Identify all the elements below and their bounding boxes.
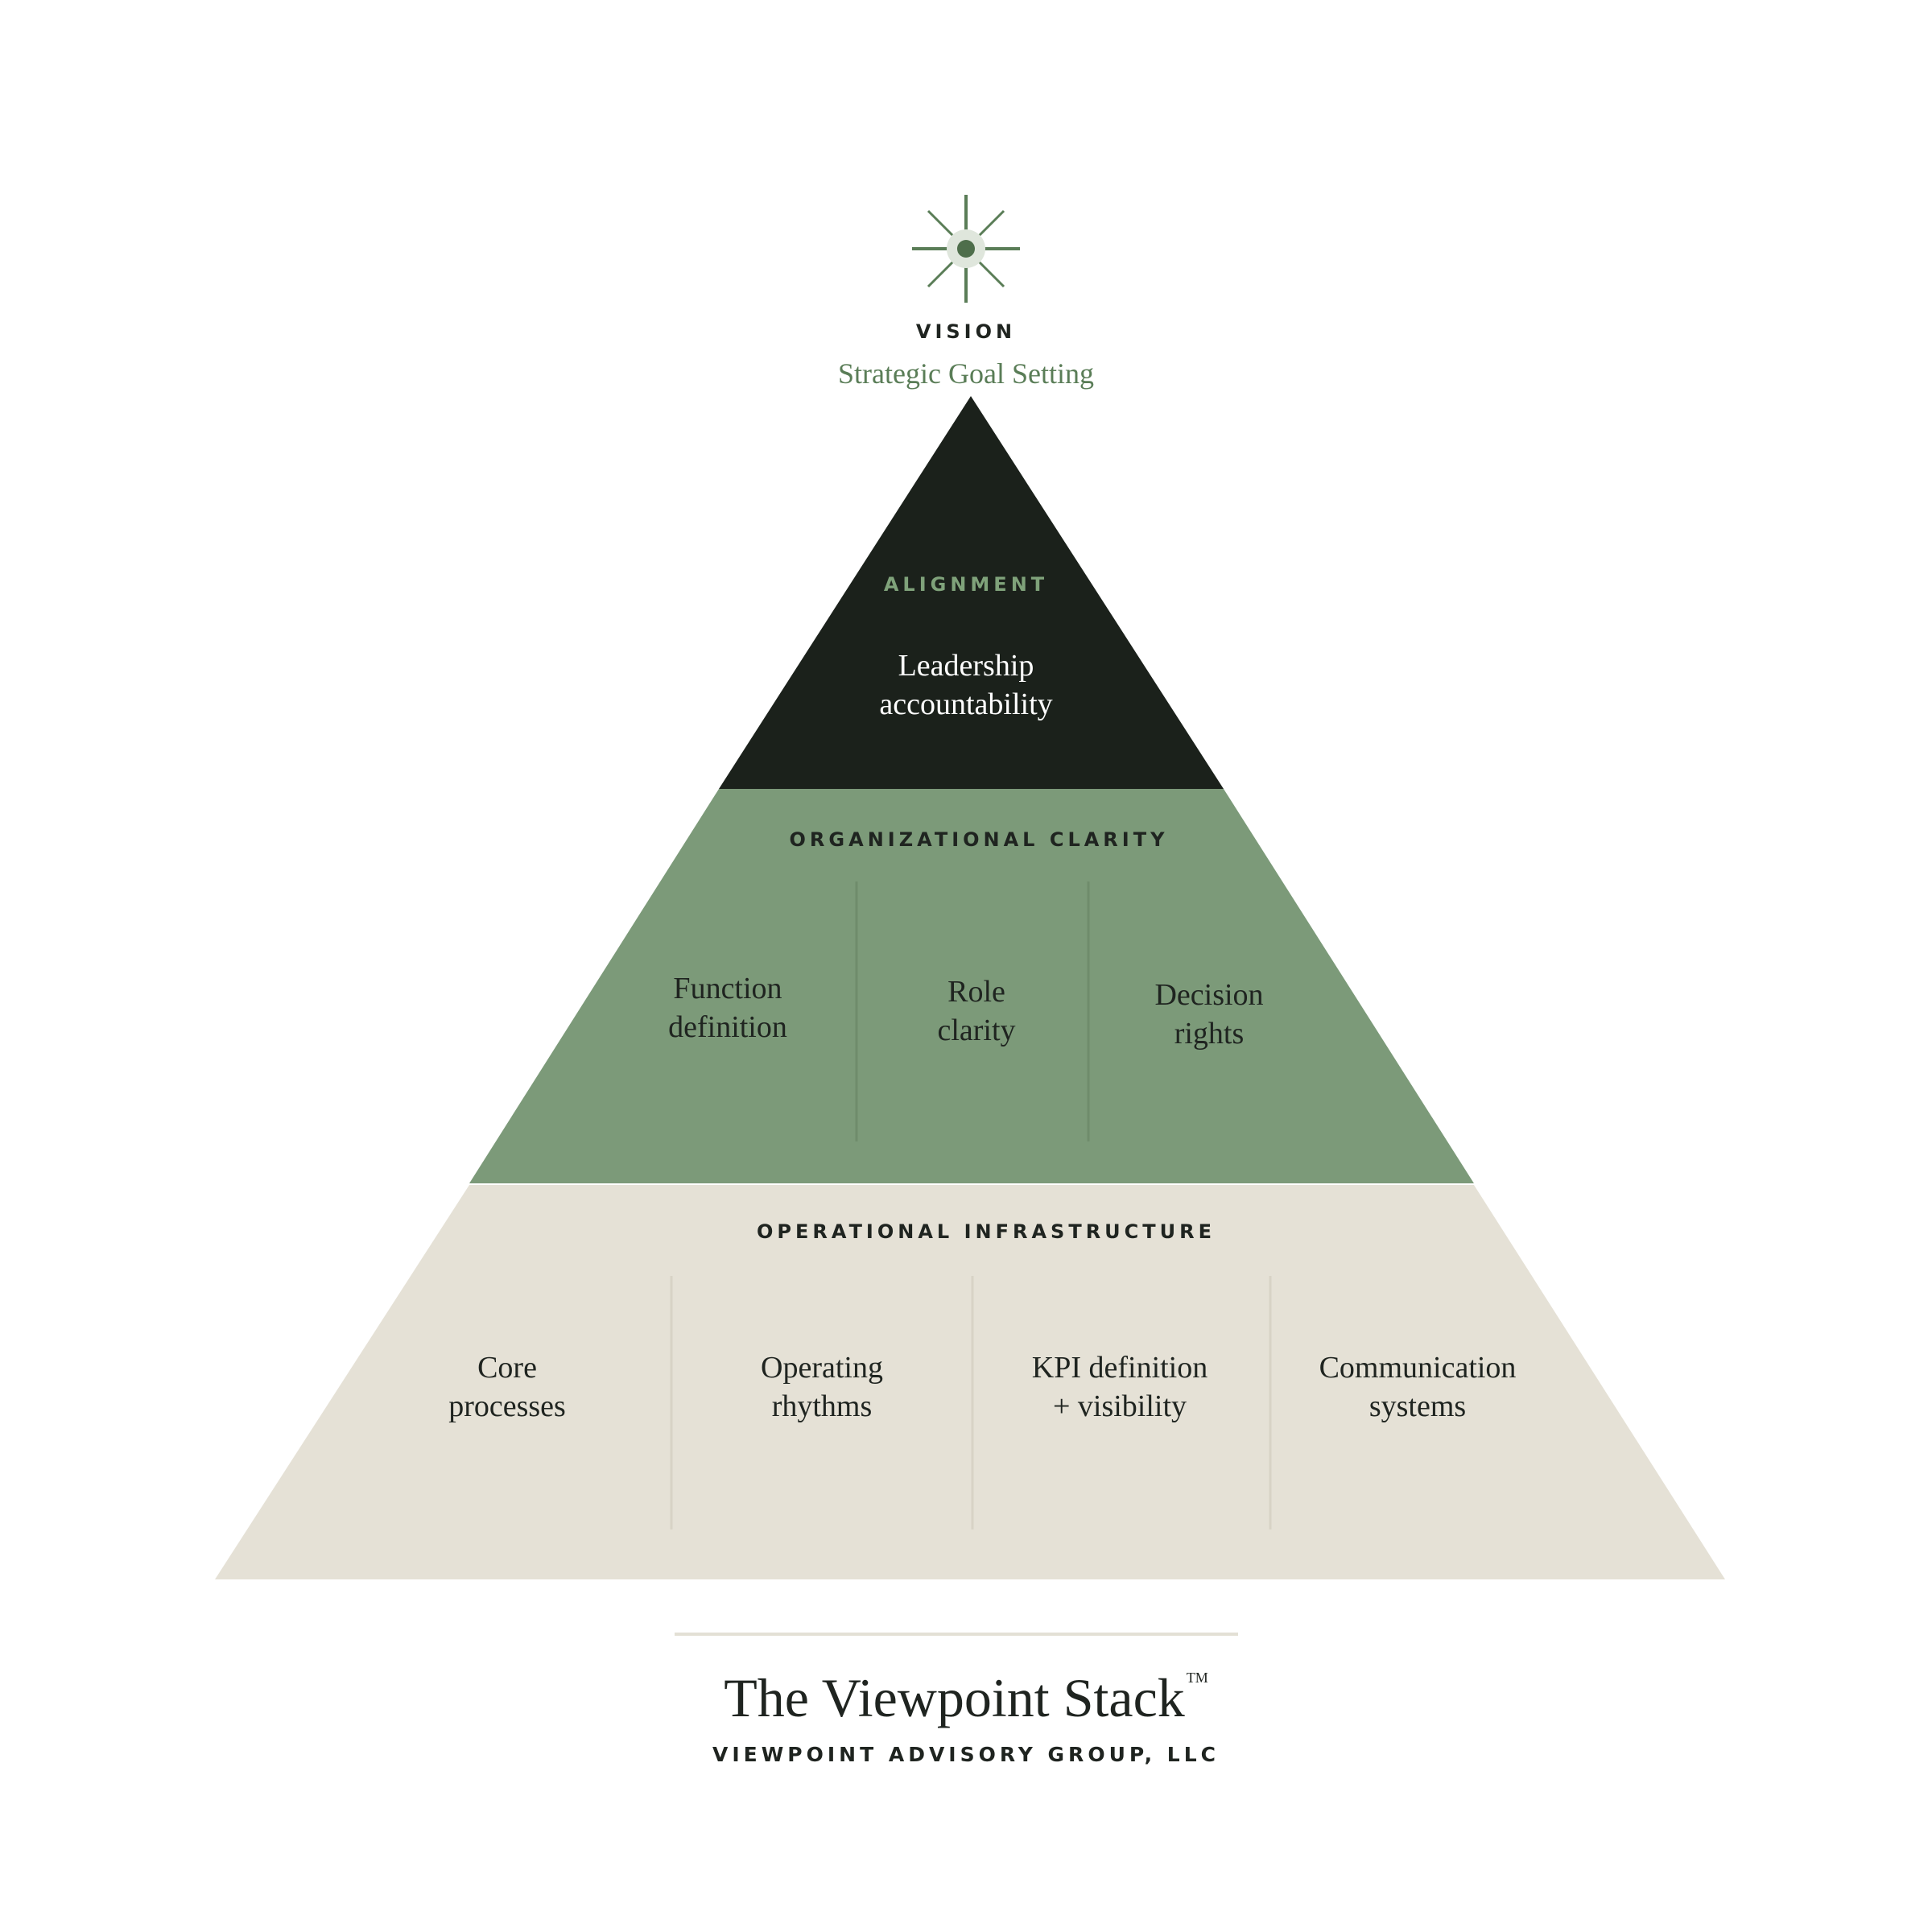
clarity-item-line: rights [1174,1017,1245,1051]
infrastructure-item-line: KPI definition [1031,1351,1208,1385]
clarity-item-function-definition: Function definition [668,969,787,1046]
clarity-item-line: Decision [1154,978,1264,1012]
infrastructure-item-line: processes [448,1389,566,1423]
infrastructure-item-line: Communication [1319,1351,1517,1385]
alignment-label: ALIGNMENT [883,573,1049,596]
organizational-clarity-label: ORGANIZATIONAL CLARITY [789,828,1169,851]
clarity-item-line: Function [673,972,782,1005]
clarity-item-line: Role [947,975,1005,1009]
clarity-item-decision-rights: Decision rights [1154,976,1263,1053]
operational-infrastructure-label: OPERATIONAL INFRASTRUCTURE [756,1220,1216,1243]
clarity-item-line: definition [668,1010,787,1044]
infrastructure-item-line: rhythms [771,1389,873,1423]
vision-subtitle: Strategic Goal Setting [838,357,1094,390]
trademark-mark: TM [1186,1670,1208,1686]
vision-star-icon [912,195,1020,303]
operational-infrastructure-tier [215,1185,1725,1579]
alignment-text: Leadership accountability [879,646,1052,724]
clarity-item-line: clarity [937,1013,1016,1047]
infrastructure-item-core-processes: Core processes [448,1348,566,1426]
infrastructure-item-line: + visibility [1052,1389,1187,1423]
infrastructure-item-communication-systems: Communication systems [1319,1348,1517,1426]
alignment-tier [719,396,1224,789]
infrastructure-item-line: Core [477,1351,537,1385]
vision-label: VISION [915,320,1017,343]
infrastructure-item-line: systems [1368,1389,1467,1423]
footer-title-text: The Viewpoint Stack [724,1667,1185,1728]
clarity-item-role-clarity: Role clarity [937,972,1015,1050]
alignment-line: Leadership [898,649,1034,683]
infrastructure-item-line: Operating [761,1351,883,1385]
organizational-clarity-tier [469,789,1474,1183]
footer-company: VIEWPOINT ADVISORY GROUP, LLC [712,1743,1220,1766]
infrastructure-item-kpi-definition: KPI definition + visibility [1032,1348,1208,1426]
alignment-line: accountability [879,687,1053,721]
infrastructure-item-operating-rhythms: Operating rhythms [761,1348,883,1426]
